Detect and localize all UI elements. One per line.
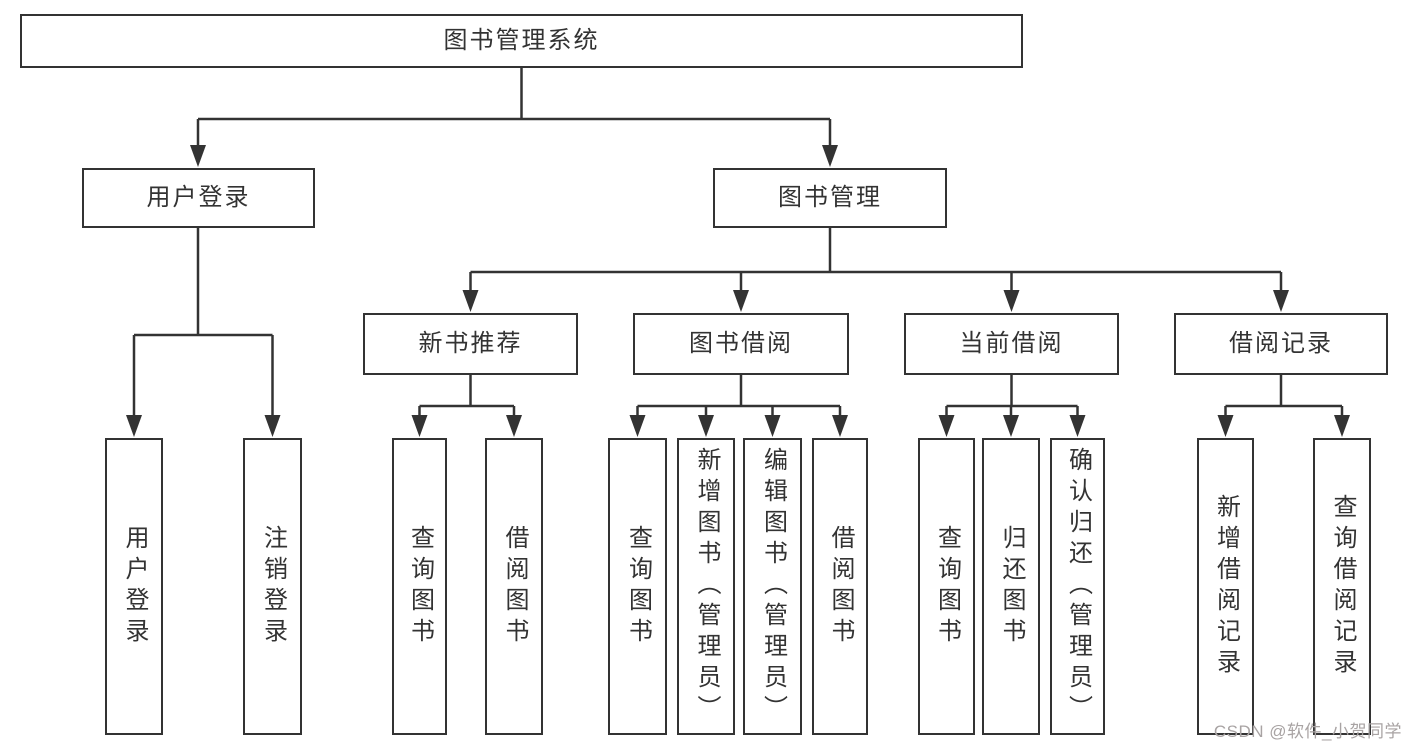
leaf-br-query-record: 查询借阅记录 bbox=[1313, 438, 1371, 735]
node-book-management-label: 图书管理 bbox=[778, 184, 882, 211]
arrowheads bbox=[126, 145, 1350, 437]
leaf-nbr-query-books: 查询图书 bbox=[392, 438, 447, 735]
node-new-book-recommendation-label: 新书推荐 bbox=[418, 330, 523, 357]
node-user-login-label: 用户登录 bbox=[146, 184, 251, 211]
leaf-br-add-record-label: 新增借阅记录 bbox=[1212, 493, 1240, 680]
leaf-nbr-borrow-books: 借阅图书 bbox=[485, 438, 543, 735]
node-root-library-management-system: 图书管理系统 bbox=[20, 14, 1023, 68]
node-current-borrowing: 当前借阅 bbox=[904, 313, 1119, 375]
leaf-bb-edit-books-admin-label: 编辑图书（管理员） bbox=[759, 447, 787, 726]
node-borrowing-records-label: 借阅记录 bbox=[1229, 330, 1333, 357]
leaf-nbr-query-books-label: 查询图书 bbox=[406, 524, 434, 649]
node-root-label: 图书管理系统 bbox=[443, 27, 600, 54]
leaf-nbr-borrow-books-label: 借阅图书 bbox=[501, 524, 528, 649]
leaf-cb-query-books: 查询图书 bbox=[918, 438, 975, 735]
leaf-bb-add-books-admin-label: 新增图书（管理员） bbox=[693, 447, 720, 726]
leaf-bb-query-books-label: 查询图书 bbox=[624, 524, 652, 649]
node-borrowing-records: 借阅记录 bbox=[1174, 313, 1388, 375]
leaf-bb-borrow-books: 借阅图书 bbox=[812, 438, 868, 735]
connector-lines bbox=[132, 68, 1344, 421]
node-user-login: 用户登录 bbox=[82, 168, 315, 228]
node-current-borrowing-label: 当前借阅 bbox=[959, 330, 1064, 357]
node-new-book-recommendation: 新书推荐 bbox=[363, 313, 578, 375]
leaf-cb-return-books: 归还图书 bbox=[982, 438, 1040, 735]
leaf-br-query-record-label: 查询借阅记录 bbox=[1329, 493, 1356, 680]
leaf-bb-query-books: 查询图书 bbox=[608, 438, 667, 735]
leaf-cb-confirm-return-admin-label: 确认归还（管理员） bbox=[1064, 447, 1092, 726]
node-book-borrowing: 图书借阅 bbox=[633, 313, 849, 375]
leaf-bb-edit-books-admin: 编辑图书（管理员） bbox=[743, 438, 802, 735]
leaf-user-login-label: 用户登录 bbox=[121, 524, 148, 649]
leaf-bb-add-books-admin: 新增图书（管理员） bbox=[677, 438, 735, 735]
leaf-logout-label: 注销登录 bbox=[259, 524, 287, 649]
leaf-cb-return-books-label: 归还图书 bbox=[998, 524, 1025, 649]
leaf-cb-query-books-label: 查询图书 bbox=[933, 524, 961, 649]
node-book-borrowing-label: 图书借阅 bbox=[689, 330, 793, 357]
leaf-user-login: 用户登录 bbox=[105, 438, 163, 735]
node-book-management: 图书管理 bbox=[713, 168, 947, 228]
leaf-logout: 注销登录 bbox=[243, 438, 302, 735]
csdn-watermark: CSDN @软件_小贺同学 bbox=[1213, 722, 1402, 741]
leaf-br-add-record: 新增借阅记录 bbox=[1197, 438, 1254, 735]
leaf-bb-borrow-books-label: 借阅图书 bbox=[827, 524, 854, 649]
leaf-cb-confirm-return-admin: 确认归还（管理员） bbox=[1050, 438, 1105, 735]
